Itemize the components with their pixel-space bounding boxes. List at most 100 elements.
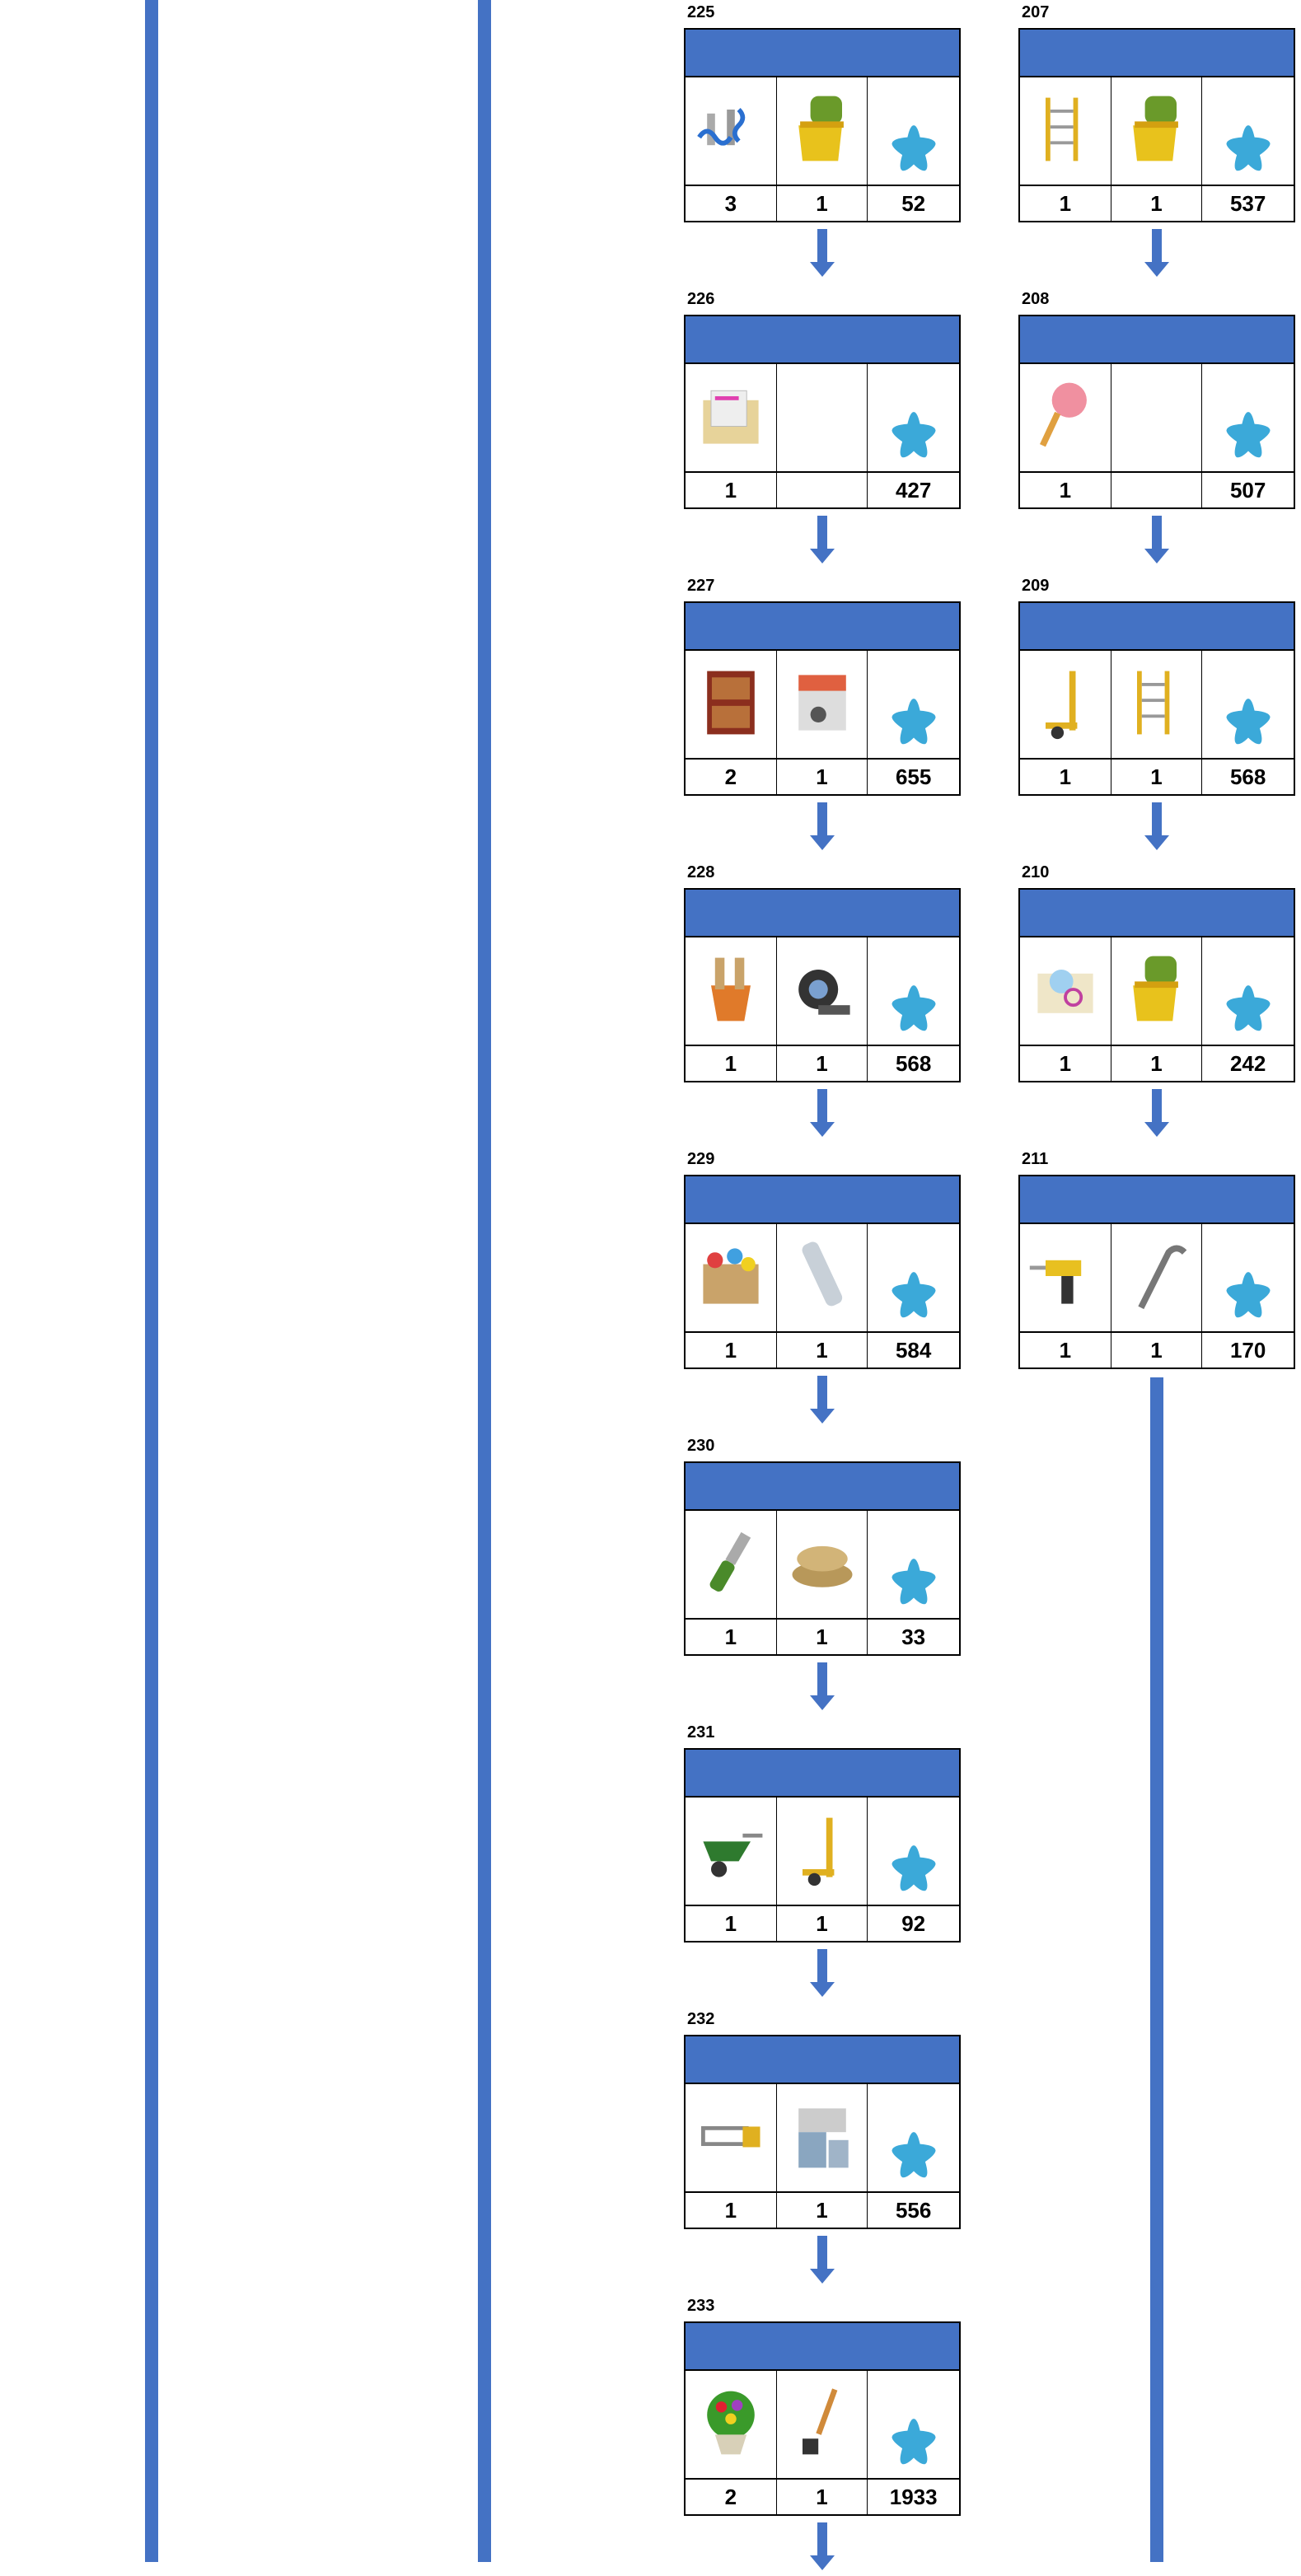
star-icon [1222,983,1275,1036]
paint-cans-icon [783,2097,862,2180]
reward-amount: 170 [1229,1337,1266,1363]
item-cell [777,364,868,471]
item-cell [777,1224,868,1331]
reward-cell [1202,364,1294,471]
item-quantity: 1 [1111,1333,1203,1367]
reward-amount: 584 [895,1337,932,1363]
item-quantity: 1 [686,1046,777,1081]
star-icon [887,409,940,463]
quest-card-header [686,2323,959,2371]
quest-items-row [686,77,959,185]
tape-roll-icon [783,950,862,1033]
item-cell [1111,364,1203,471]
down-arrow-icon [810,2236,835,2285]
pipe-icon [783,1237,862,1320]
star-icon [1222,123,1275,176]
star-icon [1222,409,1275,463]
quest-items-row [686,937,959,1045]
item-cell [1020,651,1111,758]
gloves-icon [783,90,862,173]
item-quantity: 1 [1111,760,1203,794]
star-icon [887,2416,940,2470]
item-cell [1111,937,1203,1045]
item-quantity: 1 [777,1333,868,1367]
brush-bucket-icon [691,950,770,1033]
quest-card-header [686,1750,959,1798]
quest-card-header [1020,316,1294,364]
reward-cell [1202,937,1294,1045]
crowbar-icon [1117,1237,1196,1320]
star-icon [887,1556,940,1610]
reward-cell [868,1798,959,1905]
quest-card-header [1020,1176,1294,1224]
item-cell [686,2084,777,2191]
quest-card-header [1020,30,1294,77]
ladder-icon [1117,663,1196,746]
quest-items-row [686,651,959,758]
flower-pot-icon [691,2383,770,2466]
wheelbarrow-icon [691,1810,770,1893]
quest-card-header [686,1463,959,1511]
gloves-icon [1117,950,1196,1033]
star-icon [887,1843,940,1896]
quest-number: 210 [1022,863,1050,881]
reward-amount: 556 [895,2197,932,2223]
reward-cell [868,2371,959,2478]
reward-cell [868,1511,959,1618]
item-quantity: 1 [1111,1046,1203,1081]
item-quantity: 1 [686,2193,777,2228]
reward-amount: 1933 [889,2484,938,2509]
reward-amount: 92 [901,1910,926,1936]
reward-amount: 568 [895,1050,932,1076]
item-cell [686,364,777,471]
item-cell [1111,1224,1203,1331]
reward-cell [868,2084,959,2191]
reward-cell [868,364,959,471]
quest-items-row [1020,651,1294,758]
down-arrow-icon [810,1662,835,1712]
quest-number: 228 [687,863,715,881]
down-arrow-icon [810,802,835,852]
item-quantity: 1 [777,186,868,221]
quest-items-row [1020,1224,1294,1331]
sandbag-icon [783,1523,862,1606]
down-arrow-icon [1144,516,1169,565]
column-connector-line [1150,1377,1163,2562]
reward-cell [868,77,959,185]
item-cell [686,1798,777,1905]
quest-number: 208 [1022,290,1050,308]
item-quantity: 2 [686,2480,777,2514]
quest-number: 231 [687,1723,715,1741]
item-cell [777,2371,868,2478]
crate-icon [783,663,862,746]
quest-items-row [686,1511,959,1618]
reward-cell [868,937,959,1045]
reward-amount: 33 [901,1624,926,1649]
item-quantity [1111,473,1203,507]
down-arrow-icon [810,516,835,565]
item-cell [686,2371,777,2478]
folder-icon [691,376,770,460]
reward-amount: 537 [1229,190,1266,216]
item-quantity: 1 [777,1046,868,1081]
item-quantity: 1 [777,1906,868,1941]
item-cell [777,937,868,1045]
